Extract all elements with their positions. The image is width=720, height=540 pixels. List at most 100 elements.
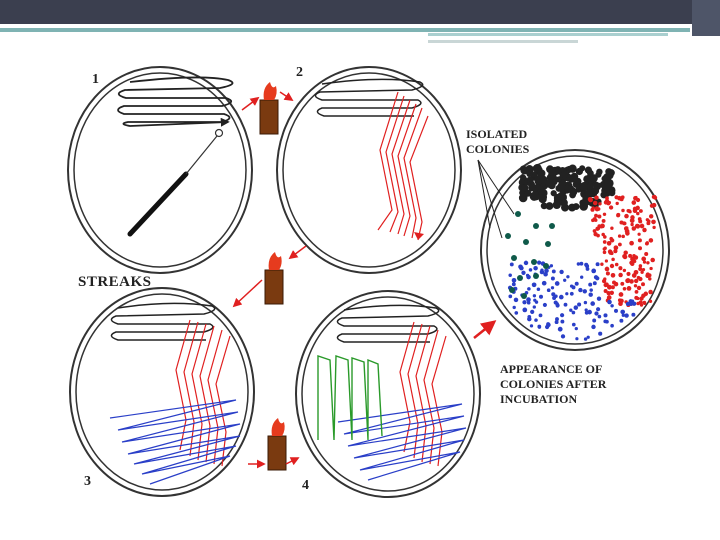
colony-blue	[527, 316, 532, 322]
colony-red	[622, 268, 627, 273]
colony-blue	[563, 302, 568, 307]
colony-blue	[571, 285, 576, 290]
colony-black	[531, 171, 538, 178]
isolated-colonies-label: ISOLATED COLONIES	[466, 127, 529, 157]
colony-blue	[565, 292, 569, 296]
arrow-burner-to-4	[285, 457, 300, 466]
colony-black	[554, 196, 561, 203]
colony-black	[572, 203, 580, 211]
colony-red	[638, 267, 643, 271]
colony-red	[599, 225, 603, 229]
colony-red	[609, 290, 614, 295]
colony-blue	[519, 265, 524, 271]
colony-red	[637, 232, 641, 236]
colony-red	[588, 197, 593, 203]
colony-red	[629, 218, 635, 223]
colony-red	[645, 218, 650, 222]
colony-red	[640, 270, 644, 274]
streak-green-4	[317, 355, 383, 441]
colony-red	[626, 286, 632, 291]
petri-dish-1-inner	[73, 72, 247, 268]
colony-black	[555, 176, 562, 183]
colony-blue	[598, 331, 603, 336]
colony-red	[610, 272, 616, 278]
colony-blue	[614, 308, 618, 313]
colony-blue	[576, 262, 581, 266]
colony-black	[520, 174, 527, 181]
colony-blue	[551, 292, 556, 297]
colony-black	[570, 189, 578, 196]
colony-red	[636, 211, 640, 216]
colony-red	[648, 277, 652, 281]
colony-blue	[619, 318, 624, 323]
colony-blue	[603, 313, 608, 318]
colony-blue	[589, 288, 593, 292]
colony-red	[596, 226, 601, 231]
streak-red-4	[399, 321, 447, 467]
colony-blue	[536, 260, 542, 265]
colony-black	[521, 184, 529, 192]
streak-blue-3	[109, 399, 241, 485]
colony-blue	[509, 262, 514, 267]
colony-red	[636, 285, 642, 291]
slide-top-corner	[692, 0, 720, 36]
colony-blue	[579, 261, 584, 266]
colony-blue	[526, 297, 531, 302]
colony-red	[649, 203, 655, 208]
colony-red	[641, 282, 645, 287]
colony-blue	[603, 319, 608, 324]
colony-blue	[586, 335, 590, 339]
petri-dish-result-outer	[480, 149, 670, 351]
colony-red	[626, 271, 631, 276]
colony-black	[581, 199, 590, 207]
colony-blue	[574, 326, 578, 331]
colony-blue	[594, 311, 599, 316]
streak-red-3	[175, 319, 231, 467]
colony-blue	[560, 319, 565, 324]
colony-red	[598, 202, 602, 206]
colony-isolated	[521, 293, 527, 299]
colony-red	[646, 261, 650, 265]
burner-2	[264, 252, 284, 305]
colony-black	[566, 174, 573, 181]
colony-blue	[597, 314, 602, 319]
appearance-label-line2: COLONIES AFTER	[500, 377, 607, 391]
colony-red	[626, 208, 631, 213]
colony-blue	[624, 313, 629, 318]
colony-black	[550, 190, 557, 197]
colony-black	[519, 165, 527, 173]
colony-black	[584, 166, 592, 174]
colony-red	[606, 240, 612, 246]
colony-red	[629, 240, 634, 246]
colony-red	[604, 282, 609, 287]
colony-red	[618, 272, 623, 278]
colony-black	[586, 183, 594, 190]
colony-red	[634, 290, 639, 294]
colony-blue	[522, 307, 528, 313]
colony-black	[601, 175, 608, 182]
streak-black-3	[110, 302, 216, 341]
colony-red	[638, 264, 643, 268]
colony-black	[534, 175, 544, 185]
colony-blue	[569, 291, 574, 296]
colony-blue	[620, 309, 626, 315]
colony-blue	[610, 323, 614, 328]
colony-black	[579, 165, 586, 172]
colony-red	[600, 262, 604, 266]
colony-red	[629, 279, 634, 284]
colony-blue	[544, 324, 550, 330]
colony-red	[610, 226, 614, 230]
colony-isolated	[517, 275, 523, 281]
colony-blue	[591, 324, 596, 330]
colony-black	[589, 174, 598, 183]
colony-red	[602, 212, 607, 217]
slide-rule-teal-short	[428, 33, 668, 36]
colonies-black	[518, 163, 616, 212]
colony-red	[617, 298, 622, 303]
colony-red	[639, 296, 644, 301]
colony-red	[622, 286, 627, 291]
colony-isolated	[531, 259, 537, 265]
colony-red	[602, 247, 606, 251]
streak-red-2	[377, 91, 429, 241]
colony-blue	[511, 277, 517, 283]
